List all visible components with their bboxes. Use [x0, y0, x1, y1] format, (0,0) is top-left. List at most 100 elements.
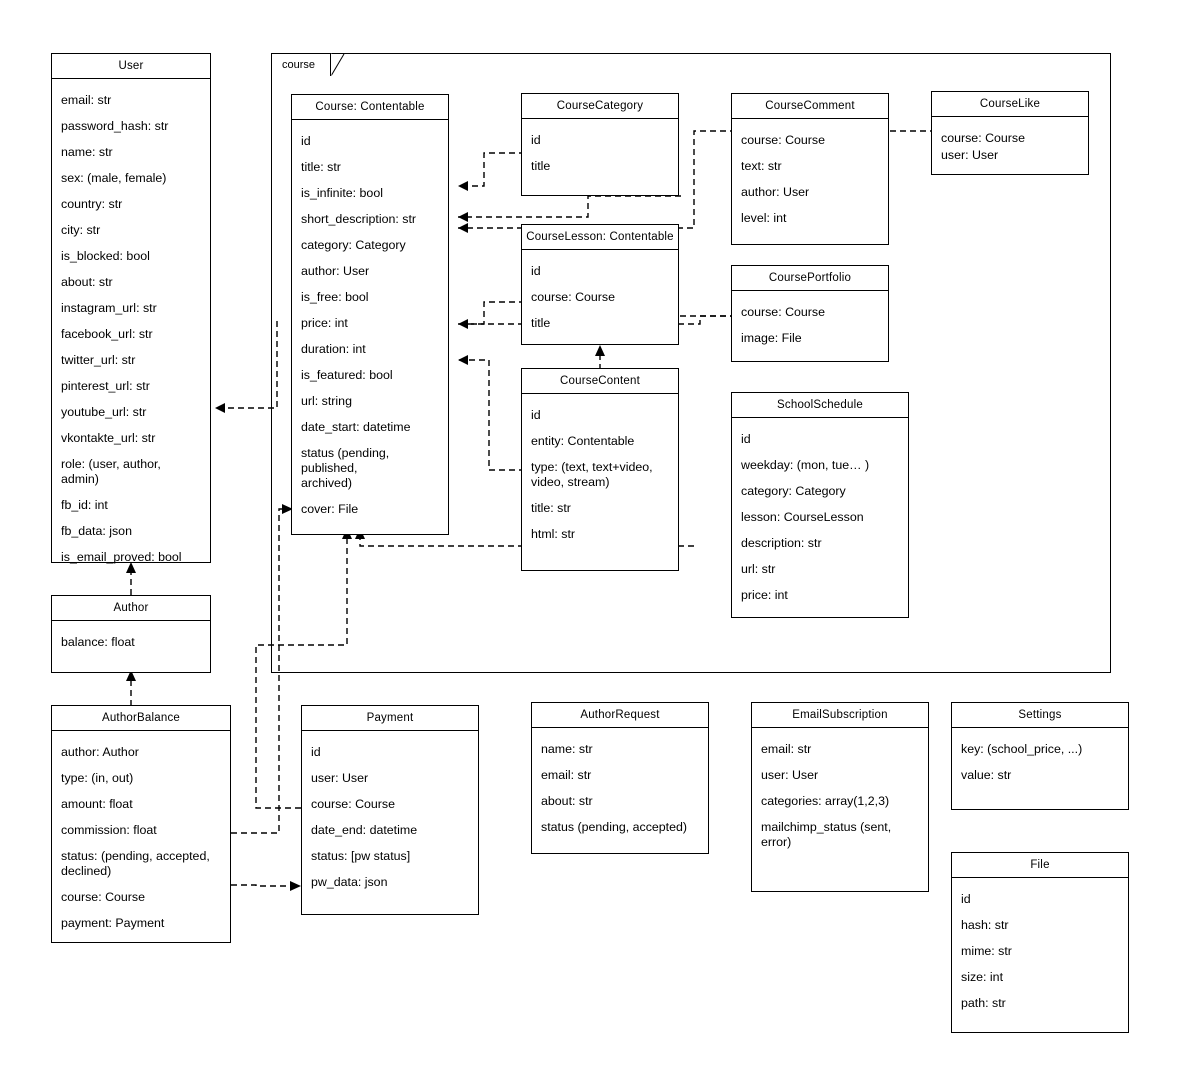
attribute: youtube_url: str	[61, 405, 147, 419]
attribute: course: Course	[531, 290, 616, 304]
attribute: price: int	[301, 316, 348, 330]
class-file-title: File	[952, 853, 1128, 878]
class-course-content-title: CourseContent	[522, 369, 678, 394]
class-course-content[interactable]: CourseContent id entity: Contentable typ…	[521, 368, 679, 571]
attribute: course: Course	[61, 890, 146, 904]
attribute: level: int	[741, 211, 787, 225]
attribute: path: str	[961, 996, 1006, 1010]
attribute: category: Category	[741, 484, 846, 498]
attribute: fb_id: int	[61, 498, 108, 512]
class-course-category[interactable]: CourseCategory id title	[521, 93, 679, 196]
attribute: status (pending, accepted)	[541, 820, 688, 834]
attribute: country: str	[61, 197, 123, 211]
attribute: email: str	[61, 93, 112, 107]
class-course-comment[interactable]: CourseComment course: Course text: str a…	[731, 93, 889, 245]
attribute: id	[531, 408, 541, 422]
attribute: is_featured: bool	[301, 368, 393, 382]
attribute: description: str	[741, 536, 822, 550]
attribute: balance: float	[61, 635, 135, 649]
attribute: title	[531, 159, 551, 173]
attribute: status (pending, published, archived)	[301, 446, 390, 490]
attribute: course: Course	[311, 797, 396, 811]
attribute: value: str	[961, 768, 1012, 782]
attribute: twitter_url: str	[61, 353, 136, 367]
attribute: hash: str	[961, 918, 1009, 932]
class-author[interactable]: Author balance: float	[51, 595, 211, 673]
attribute: vkontakte_url: str	[61, 431, 156, 445]
package-course-label: course	[282, 59, 316, 71]
package-tab-slant-icon	[331, 53, 345, 76]
class-author-request[interactable]: AuthorRequest name: str email: str about…	[531, 702, 709, 854]
class-course-title: Course: Contentable	[292, 95, 448, 120]
attribute: key: (school_price, ...)	[961, 742, 1083, 756]
class-school-schedule-title: SchoolSchedule	[732, 393, 908, 418]
attribute: pw_data: json	[311, 875, 388, 889]
class-user[interactable]: User email: str password_hash: str name:…	[51, 53, 211, 564]
attribute: weekday: (mon, tue… )	[741, 458, 870, 472]
attribute: html: str	[531, 527, 576, 541]
attribute: price: int	[741, 588, 788, 602]
attribute: author: User	[741, 185, 810, 199]
attribute: role: (user, author, admin)	[61, 457, 165, 486]
attribute: lesson: CourseLesson	[741, 510, 864, 524]
attribute: name: str	[61, 145, 113, 159]
attribute: mailchimp_status (sent, error)	[761, 820, 895, 849]
attribute: url: string	[301, 394, 352, 408]
class-author-balance[interactable]: AuthorBalance author: Author type: (in, …	[51, 705, 231, 943]
attribute: title	[531, 316, 551, 330]
attribute: user: User	[761, 768, 819, 782]
class-settings-title: Settings	[952, 703, 1128, 728]
attribute: about: str	[541, 794, 593, 808]
class-course[interactable]: Course: Contentable id title: str is_inf…	[291, 94, 449, 535]
attribute: id	[301, 134, 311, 148]
attribute: id	[531, 264, 541, 278]
class-payment[interactable]: Payment id user: User course: Course dat…	[301, 705, 479, 915]
class-course-lesson[interactable]: CourseLesson: Contentable id course: Cou…	[521, 224, 679, 345]
attribute: email: str	[761, 742, 812, 756]
attribute: category: Category	[301, 238, 406, 252]
class-email-subscription-title: EmailSubscription	[752, 703, 928, 728]
attribute: id	[741, 432, 751, 446]
attribute: user: User	[941, 148, 999, 162]
class-email-subscription[interactable]: EmailSubscription email: str user: User …	[751, 702, 929, 892]
class-author-balance-title: AuthorBalance	[52, 706, 230, 731]
class-author-title: Author	[52, 596, 210, 621]
class-course-portfolio-title: CoursePortfolio	[732, 266, 888, 291]
attribute: course: Course	[941, 131, 1026, 145]
attribute: short_description: str	[301, 212, 417, 226]
attribute: status: [pw status]	[311, 849, 411, 863]
attribute: url: str	[741, 562, 776, 576]
attribute: facebook_url: str	[61, 327, 153, 341]
attribute: sex: (male, female)	[61, 171, 167, 185]
class-file[interactable]: File id hash: str mime: str size: int pa…	[951, 852, 1129, 1033]
class-author-request-title: AuthorRequest	[532, 703, 708, 728]
class-settings[interactable]: Settings key: (school_price, ...) value:…	[951, 702, 1129, 810]
class-user-title: User	[52, 54, 210, 79]
attribute: date_start: datetime	[301, 420, 411, 434]
attribute: user: User	[311, 771, 369, 785]
attribute: fb_data: json	[61, 524, 132, 538]
class-course-like[interactable]: CourseLike course: Course user: User	[931, 91, 1089, 175]
attribute: name: str	[541, 742, 593, 756]
attribute: is_infinite: bool	[301, 186, 383, 200]
attribute: cover: File	[301, 502, 359, 516]
attribute: type: (text, text+video, video, stream)	[531, 460, 653, 489]
attribute: image: File	[741, 331, 802, 345]
class-course-portfolio[interactable]: CoursePortfolio course: Course image: Fi…	[731, 265, 889, 362]
attribute: instagram_url: str	[61, 301, 157, 315]
attribute: text: str	[741, 159, 782, 173]
attribute: categories: array(1,2,3)	[761, 794, 890, 808]
attribute: pinterest_url: str	[61, 379, 150, 393]
attribute: is_free: bool	[301, 290, 369, 304]
class-course-category-title: CourseCategory	[522, 94, 678, 119]
attribute: author: Author	[61, 745, 139, 759]
attribute: size: int	[961, 970, 1004, 984]
attribute: is_blocked: bool	[61, 249, 150, 263]
class-course-comment-title: CourseComment	[732, 94, 888, 119]
attribute: id	[531, 133, 541, 147]
attribute: is_email_proved: bool	[61, 550, 182, 564]
attribute: title: str	[301, 160, 341, 174]
class-school-schedule[interactable]: SchoolSchedule id weekday: (mon, tue… ) …	[731, 392, 909, 618]
attribute: amount: float	[61, 797, 133, 811]
